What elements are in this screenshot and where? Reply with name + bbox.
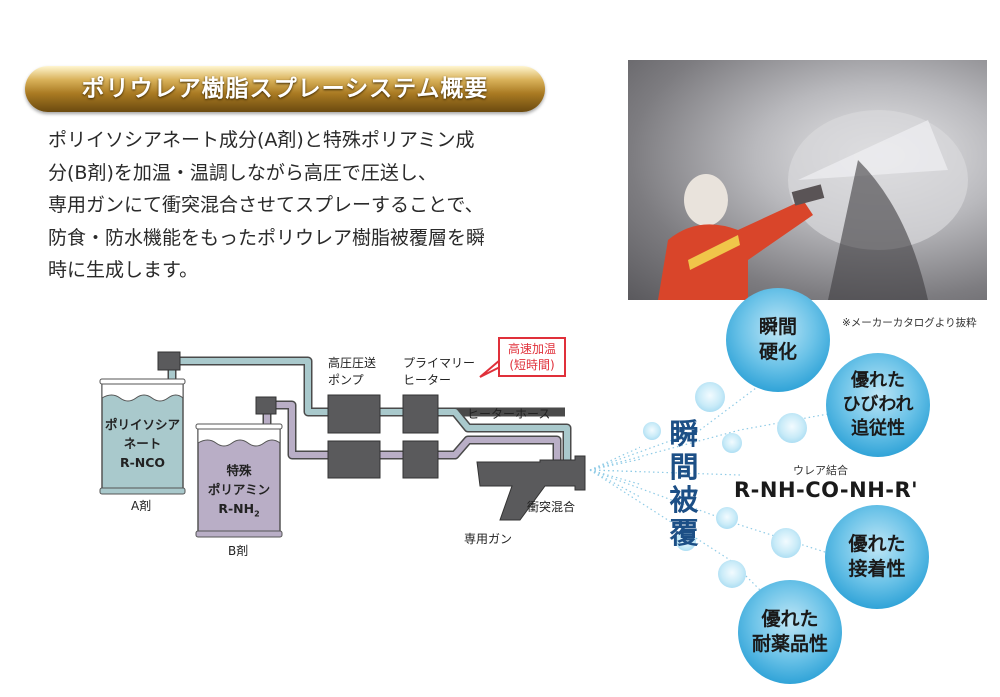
drum-b xyxy=(195,423,283,538)
gun-label: 専用ガン xyxy=(464,532,513,546)
feature-line: 優れた xyxy=(848,533,906,555)
pump-head-b xyxy=(255,396,277,415)
intro-paragraph: ポリイソシアネート成分(A剤)と特殊ポリアミン成 分(B剤)を加温・温調しながら… xyxy=(48,124,588,287)
drum-a-line1: ポリイソシア xyxy=(104,417,180,432)
drum-a-formula: R-NCO xyxy=(119,455,166,470)
intro-line: 時に生成します。 xyxy=(48,259,199,281)
bubble xyxy=(676,531,696,551)
heater-hose-label: ヒーターホース xyxy=(467,407,551,421)
drum-a-line2: ネート xyxy=(123,436,162,451)
page-title: ポリウレア樹脂スプレーシステム概要 xyxy=(81,76,489,102)
heater-label-line1: プライマリー xyxy=(403,356,476,370)
bubble xyxy=(722,433,742,453)
drum-a-label: ポリイソシア ネート R-NCO xyxy=(102,415,183,472)
spraying-worker-photo xyxy=(628,60,987,300)
pump-label: 高圧圧送 ポンプ xyxy=(328,355,376,389)
callout-line1: 高速加温 xyxy=(507,342,556,356)
drum-b-line1: 特殊 xyxy=(226,463,252,478)
drum-b-line2: ポリアミン xyxy=(207,482,271,497)
feature-line: 優れた xyxy=(761,608,819,630)
bubble xyxy=(777,413,807,443)
title-banner: ポリウレア樹脂スプレーシステム概要 xyxy=(25,66,545,112)
feature-instant-curing: 瞬間硬化 xyxy=(726,288,830,392)
feature-adhesion: 優れた接着性 xyxy=(825,505,929,609)
drum-b-formula: R-NH2 xyxy=(198,499,280,524)
spray-gun-icon xyxy=(476,455,586,521)
drum-a-caption: A剤 xyxy=(131,499,152,513)
drum-b-label: 特殊 ポリアミン R-NH2 xyxy=(198,461,280,524)
heater-label-line2: ヒーター xyxy=(403,373,452,387)
heater-a xyxy=(402,394,439,434)
bubble xyxy=(716,507,738,529)
feature-line: 瞬間 xyxy=(758,316,797,338)
heater-label: プライマリー ヒーター xyxy=(403,355,475,389)
photo-illustration xyxy=(658,110,968,300)
intro-line: 専用ガンにて衝突混合させてスプレーすることで、 xyxy=(48,194,484,216)
feature-crack-following: 優れたひびわれ追従性 xyxy=(826,353,930,457)
pump-head-a xyxy=(157,351,181,371)
bubble xyxy=(643,422,661,440)
mixing-label: 衝突混合 xyxy=(527,500,576,514)
feature-line: 優れた xyxy=(850,370,905,391)
feature-line: 追従性 xyxy=(850,418,905,439)
spray-pattern xyxy=(590,369,851,621)
bubble xyxy=(695,382,725,412)
bubble xyxy=(718,560,746,588)
source-note: ※メーカーカタログより抜粋 xyxy=(842,317,977,329)
bubble xyxy=(771,528,801,558)
pump-a xyxy=(327,394,381,434)
urea-bond-label: ウレア結合 xyxy=(793,464,848,477)
feature-line: 接着性 xyxy=(848,558,906,580)
callout-line2: (短時間) xyxy=(509,358,555,372)
spray-system-diagram xyxy=(99,351,640,538)
drum-b-formula-subscript: 2 xyxy=(254,509,260,519)
drum-a xyxy=(99,378,186,495)
pump-label-line2: ポンプ xyxy=(328,373,364,387)
heating-callout: 高速加温 (短時間) xyxy=(498,337,566,377)
drum-b-formula-main: R-NH xyxy=(218,501,255,516)
pump-label-line1: 高圧圧送 xyxy=(328,356,377,370)
intro-line: 分(B剤)を加温・温調しながら高圧で圧送し、 xyxy=(48,161,437,184)
feature-chemical-resistance: 優れた耐薬品性 xyxy=(738,580,842,684)
urea-bond-formula: R-NH-CO-NH-R' xyxy=(734,478,919,502)
heater-b xyxy=(402,440,439,479)
intro-line: 防食・防水機能をもったポリウレア樹脂被覆層を瞬 xyxy=(48,226,486,249)
drum-b-caption: B剤 xyxy=(228,544,249,558)
feature-line: 耐薬品性 xyxy=(751,633,828,655)
feature-line: 硬化 xyxy=(758,341,797,363)
feature-line: ひびわれ xyxy=(842,394,914,415)
intro-line: ポリイソシアネート成分(A剤)と特殊ポリアミン成 xyxy=(48,129,475,151)
pump-b xyxy=(327,440,381,479)
instant-coating-label: 瞬間被覆 xyxy=(669,417,699,550)
